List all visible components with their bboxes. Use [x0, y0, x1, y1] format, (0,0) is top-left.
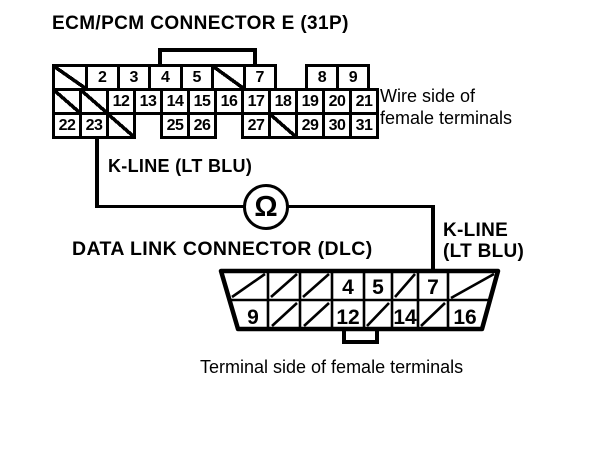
kline-wire-ecm-drop [95, 139, 99, 208]
ecm-pin-cell-28 [268, 112, 298, 139]
ecm-pin-cell-24 [106, 112, 136, 139]
ecm-pin-cell-15: 15 [187, 88, 217, 115]
ecm-pin-cell-19: 19 [295, 88, 325, 115]
dlc-pin-12: 12 [336, 306, 359, 329]
ecm-pin-cell-4: 4 [148, 64, 183, 91]
omega-icon: Ω [254, 190, 278, 223]
wire-side-note: Wire side of female terminals [380, 85, 512, 129]
wire-side-note-line1: Wire side of [380, 86, 476, 106]
ecm-pin-cell-18: 18 [268, 88, 298, 115]
ohmmeter-symbol: Ω [243, 184, 289, 230]
dlc-pin-numbers: 4 5 7 9 12 14 16 [247, 276, 477, 329]
ecm-connector: 2 3 4 5 7 8 9 12 13 14 15 16 17 18 19 20… [52, 48, 392, 143]
terminal-side-note: Terminal side of female terminals [200, 357, 464, 377]
ecm-pin-cell-1 [52, 64, 88, 91]
ecm-pin-row-3-right: 27 29 30 31 [241, 112, 379, 139]
ecm-pin-row-3-mid: 25 26 [160, 112, 217, 139]
ecm-pin-cell-27: 27 [241, 112, 271, 139]
ecm-pin-cell-10 [52, 88, 82, 115]
ecm-pin-cell-20: 20 [322, 88, 352, 115]
ecm-pin-cell-5: 5 [179, 64, 214, 91]
ecm-pin-cell-23: 23 [79, 112, 109, 139]
dlc-connector: 4 5 7 9 12 14 16 [218, 268, 501, 344]
ecm-pin-cell-13: 13 [133, 88, 163, 115]
ecm-connector-title: ECM/PCM CONNECTOR E (31P) [52, 13, 349, 34]
kline-label-dlc: K-LINE (LT BLU) [443, 220, 524, 262]
ecm-pin-cell-9: 9 [336, 64, 370, 91]
kline-wire-dlc-drop [431, 204, 435, 272]
dlc-bottom-tab [342, 328, 379, 344]
dlc-pin-7: 7 [427, 276, 439, 299]
dlc-grid-lines [230, 272, 489, 328]
ecm-pin-cell-6 [211, 64, 246, 91]
ecm-pin-cell-17: 17 [241, 88, 271, 115]
kline-label-dlc-line2: (LT BLU) [443, 241, 525, 262]
ecm-pin-cell-11 [79, 88, 109, 115]
ecm-pin-cell-8: 8 [305, 64, 339, 91]
ecm-pin-row-3-left: 22 23 [52, 112, 136, 139]
ecm-pin-row-1-right: 8 9 [305, 64, 370, 91]
ecm-pin-row-1-left: 2 3 4 5 7 [52, 64, 277, 91]
ecm-pin-cell-14: 14 [160, 88, 190, 115]
dlc-pin-4: 4 [342, 276, 354, 299]
ecm-pin-cell-7: 7 [242, 64, 277, 91]
ecm-pin-row-2: 12 13 14 15 16 17 18 19 20 21 [52, 88, 379, 115]
dlc-hatch-lines [231, 272, 495, 327]
kline-label-ecm: K-LINE (LT BLU) [108, 156, 253, 176]
dlc-title: DATA LINK CONNECTOR (DLC) [72, 238, 373, 260]
dlc-pin-9: 9 [247, 306, 259, 329]
ecm-pin-cell-3: 3 [116, 64, 151, 91]
ecm-pin-cell-2: 2 [85, 64, 120, 91]
ecm-pin-cell-29: 29 [295, 112, 325, 139]
ecm-pin-cell-26: 26 [187, 112, 217, 139]
ecm-pin-cell-12: 12 [106, 88, 136, 115]
ecm-pin-cell-25: 25 [160, 112, 190, 139]
ecm-pin-cell-21: 21 [349, 88, 379, 115]
ecm-pin-cell-30: 30 [322, 112, 352, 139]
ecm-pin-cell-22: 22 [52, 112, 82, 139]
dlc-pin-16: 16 [453, 306, 476, 329]
ecm-pin-cell-31: 31 [349, 112, 379, 139]
ecm-pin-cell-16: 16 [214, 88, 244, 115]
wire-side-note-line2: female terminals [380, 108, 513, 128]
dlc-pin-14: 14 [393, 306, 417, 329]
dlc-pin-5: 5 [372, 276, 384, 299]
kline-label-dlc-line1: K-LINE [443, 220, 509, 241]
